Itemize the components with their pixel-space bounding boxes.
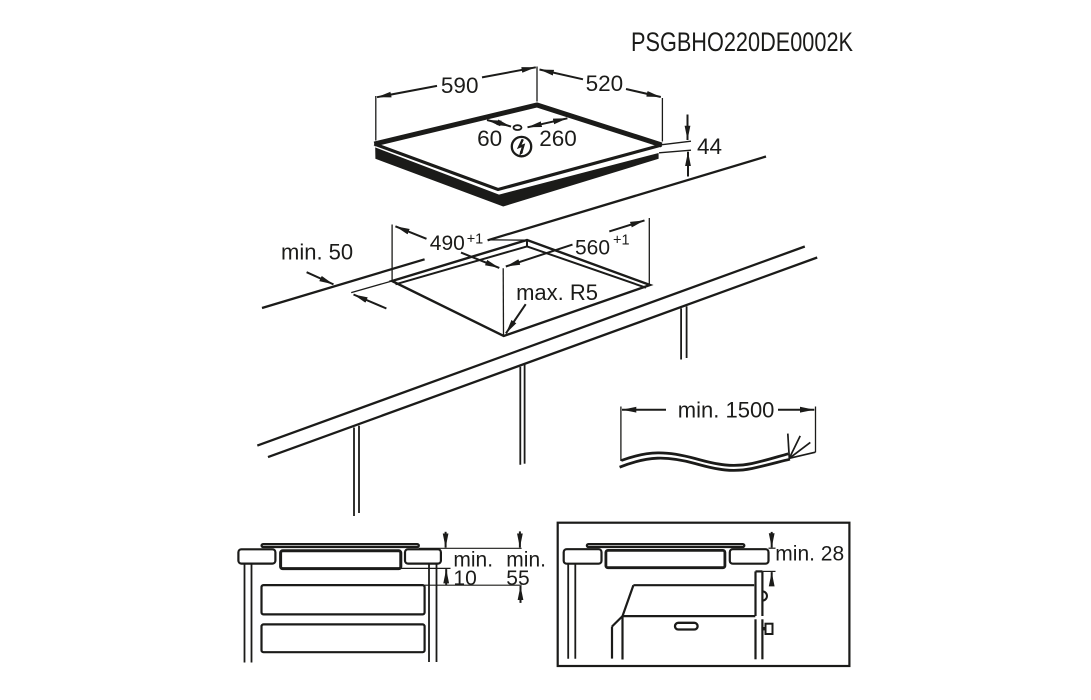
svg-text:min.: min. (506, 549, 546, 572)
svg-text:520: 520 (586, 71, 624, 96)
svg-text:min. 28: min. 28 (775, 543, 844, 566)
svg-text:min. 1500: min. 1500 (678, 398, 775, 423)
svg-text:60: 60 (477, 126, 502, 151)
svg-text:55: 55 (506, 567, 529, 590)
svg-text:max. R5: max. R5 (516, 280, 598, 305)
svg-text:590: 590 (441, 73, 479, 98)
svg-text:10: 10 (453, 567, 476, 590)
svg-text:44: 44 (697, 134, 722, 159)
svg-text:+1: +1 (613, 232, 630, 248)
svg-text:+1: +1 (467, 231, 484, 247)
svg-text:min. 50: min. 50 (281, 240, 353, 265)
svg-text:260: 260 (539, 126, 577, 151)
svg-text:490: 490 (430, 232, 465, 255)
svg-text:PSGBHO220DE0002K: PSGBHO220DE0002K (631, 27, 853, 57)
svg-text:560: 560 (575, 236, 610, 259)
svg-text:min.: min. (453, 549, 493, 572)
